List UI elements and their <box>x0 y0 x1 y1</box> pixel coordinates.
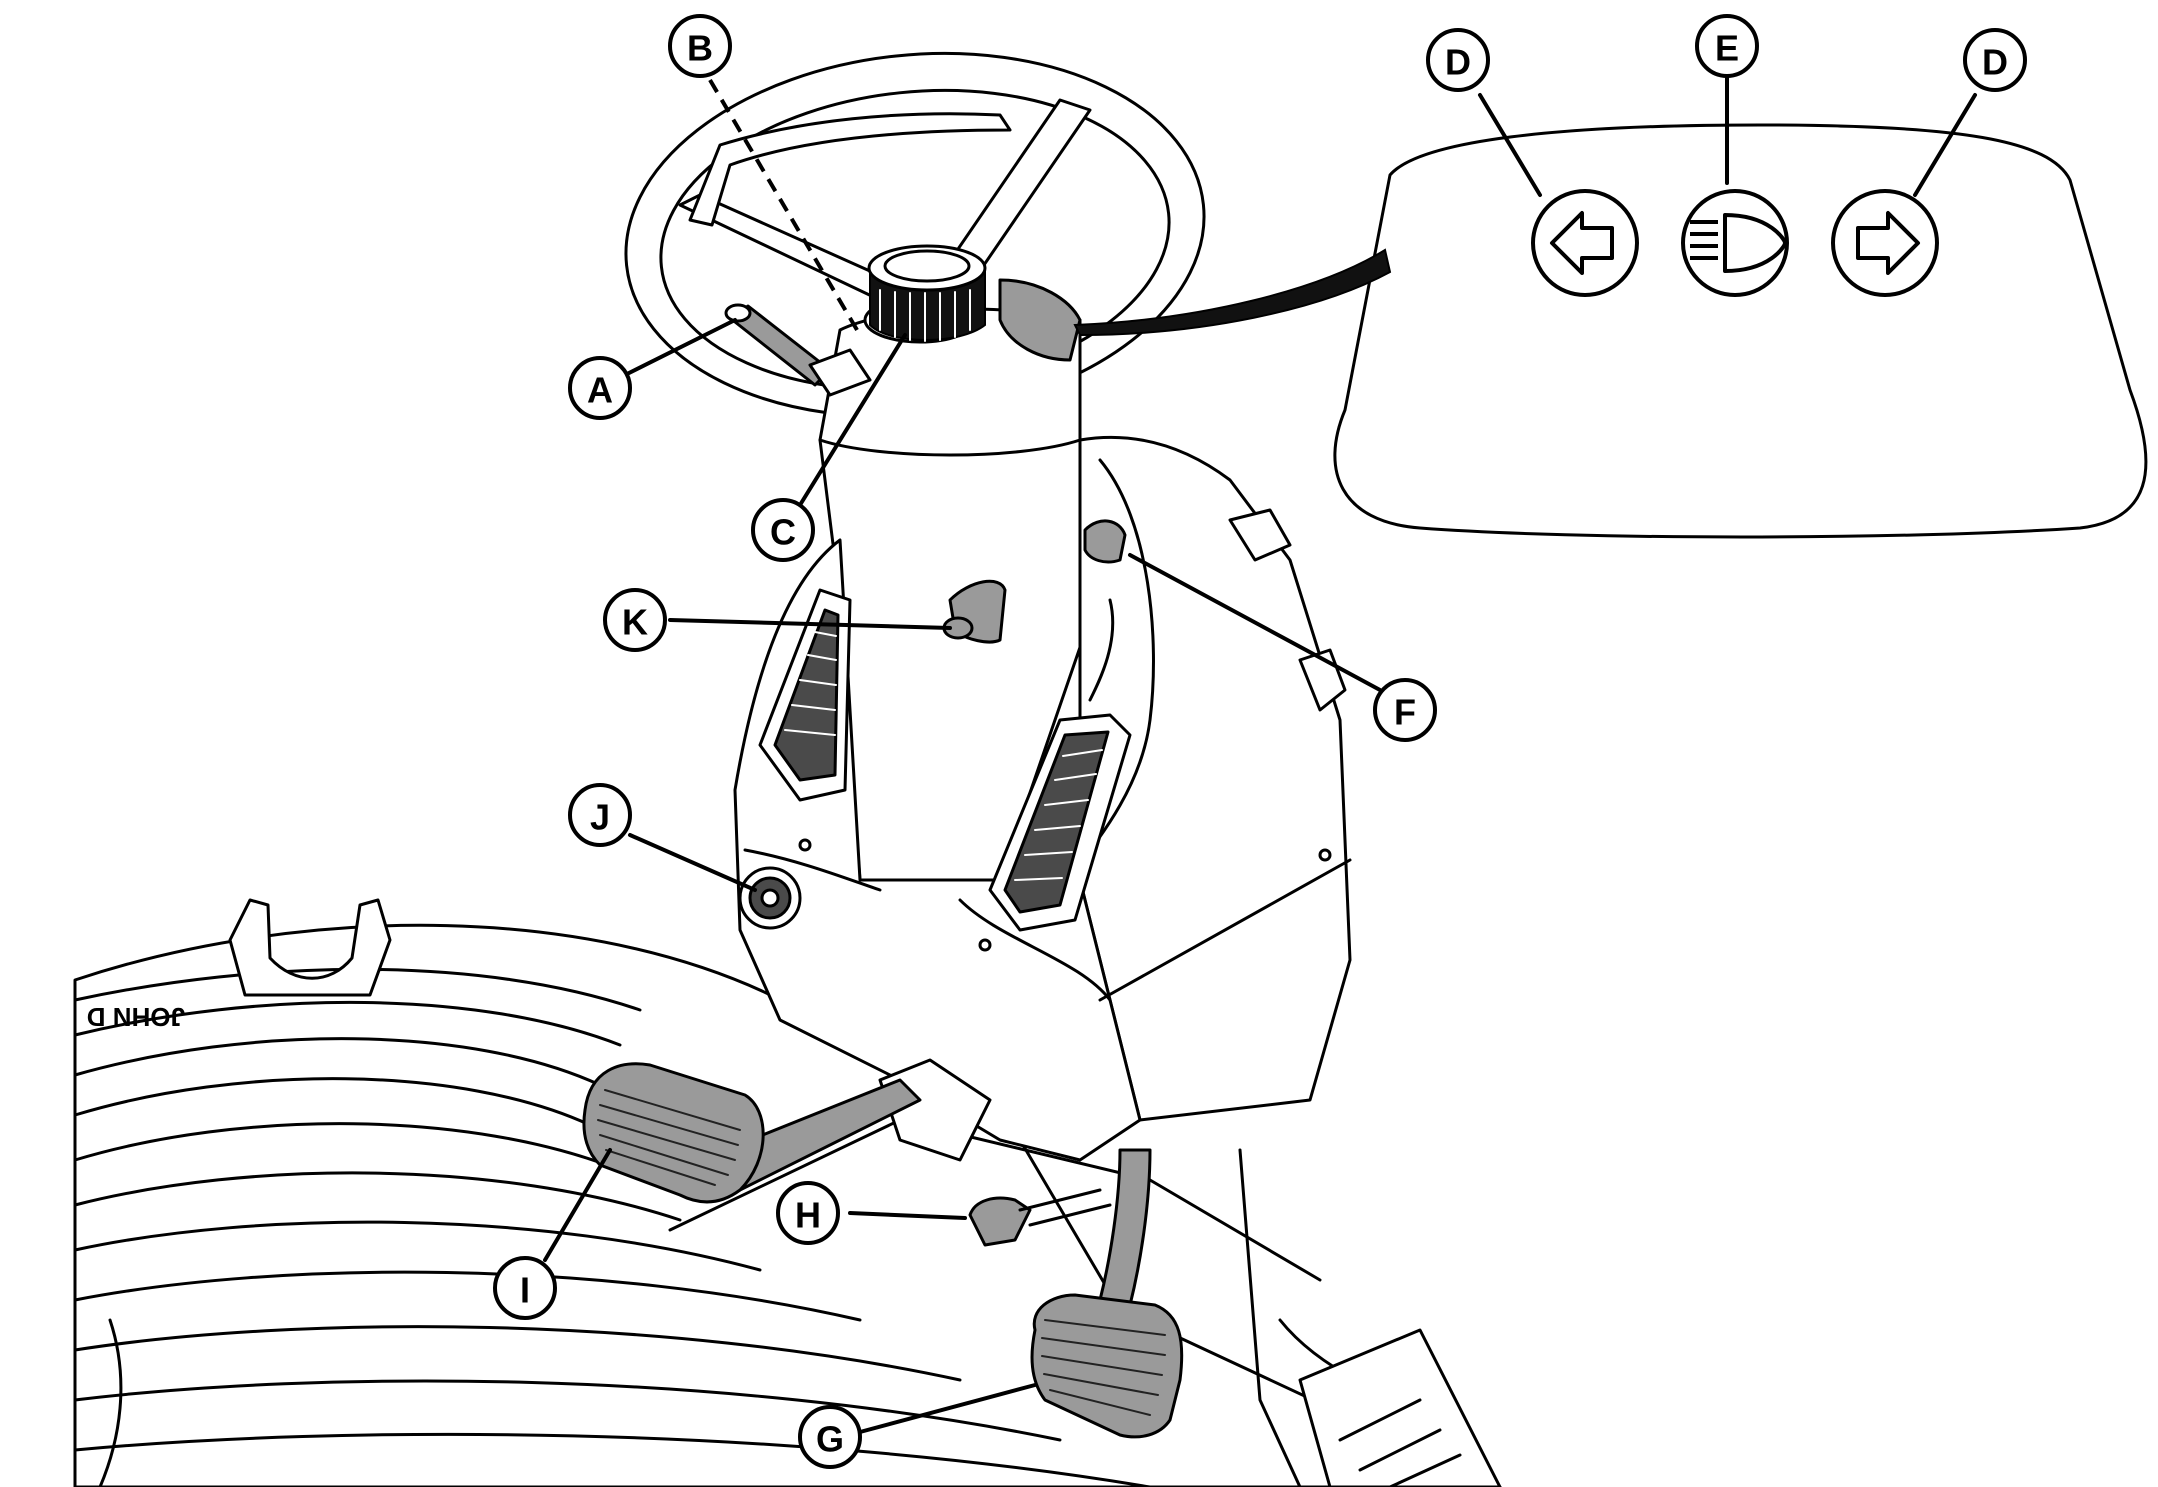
callouts: A B C D E D F G <box>493 14 2027 1469</box>
hood-grille <box>73 967 1152 1487</box>
svg-text:K: K <box>622 602 648 643</box>
lever-f <box>1083 519 1127 702</box>
pedal-g-ridges <box>1041 1319 1166 1416</box>
callout-e: E <box>1695 14 1759 78</box>
pedal-i-ridges <box>597 1089 741 1186</box>
svg-text:B: B <box>687 28 713 69</box>
svg-text:G: G <box>816 1419 844 1460</box>
left-vent-grid <box>784 631 837 736</box>
callout-d-left: D <box>1426 28 1490 92</box>
callout-c: C <box>751 498 815 562</box>
svg-text:D: D <box>1445 42 1471 83</box>
indicator-inset-panel <box>1073 123 2148 539</box>
steering-column <box>733 423 1352 1162</box>
floor-area <box>668 1118 1502 1487</box>
lever-h <box>968 1188 1112 1247</box>
callout-j: J <box>568 783 632 847</box>
callout-b: B <box>668 14 732 78</box>
svg-text:F: F <box>1394 692 1416 733</box>
switch-j <box>738 866 802 930</box>
svg-text:J: J <box>590 797 610 838</box>
callout-h: H <box>776 1181 840 1245</box>
right-turn-signal-icon <box>1831 189 1939 297</box>
steering-wheel <box>624 51 1206 457</box>
svg-text:A: A <box>587 370 613 411</box>
callout-a: A <box>568 356 632 420</box>
hood-brand-text: JOHN D <box>87 1002 185 1032</box>
pedal-i <box>582 1062 922 1204</box>
svg-text:D: D <box>1982 42 2008 83</box>
knob-ridges <box>879 289 971 342</box>
right-vent-grid <box>1014 749 1103 881</box>
callout-d-right: D <box>1963 28 2027 92</box>
leader-lines <box>543 73 1977 1434</box>
svg-text:H: H <box>795 1195 821 1236</box>
callout-g: G <box>798 1405 862 1469</box>
callout-i: I <box>493 1256 557 1320</box>
lever-k <box>942 579 1007 644</box>
svg-text:E: E <box>1715 28 1739 69</box>
left-turn-signal-icon <box>1531 189 1639 297</box>
callout-k: K <box>603 588 667 652</box>
svg-text:I: I <box>520 1270 530 1311</box>
headlight-icon <box>1681 189 1789 297</box>
callout-f: F <box>1373 678 1437 742</box>
svg-text:C: C <box>770 512 796 553</box>
